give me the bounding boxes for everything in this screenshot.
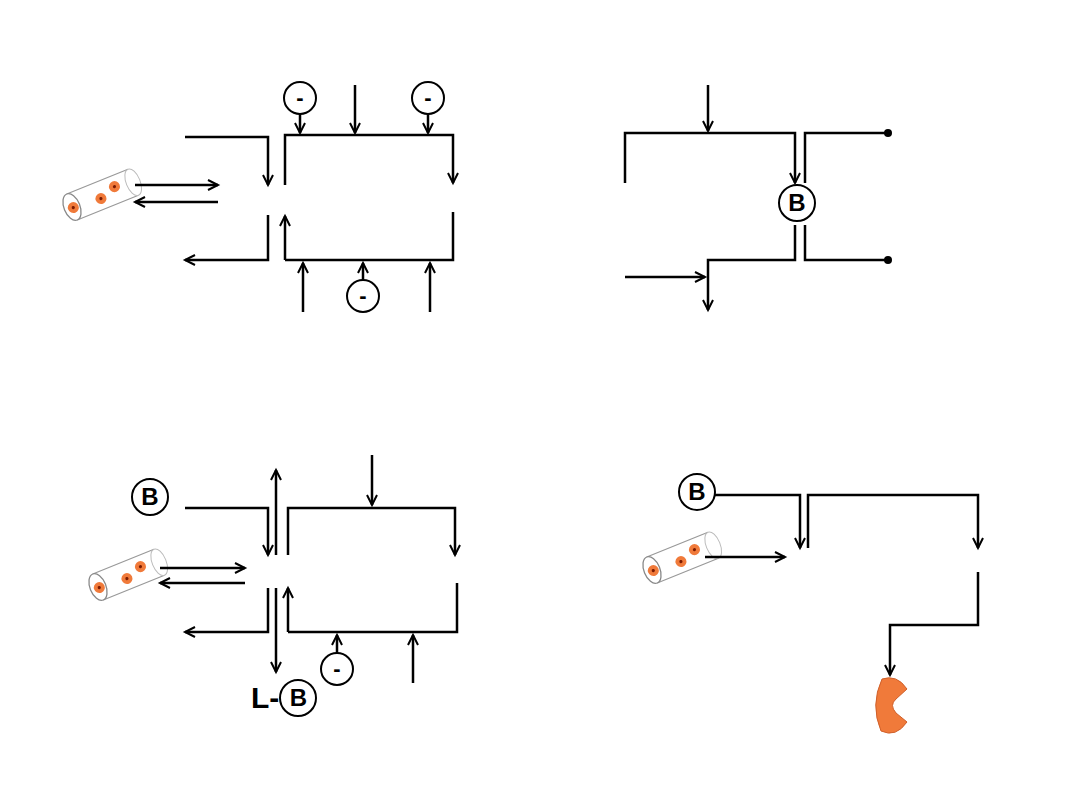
arrow-line bbox=[625, 133, 795, 183]
arrow-line bbox=[284, 216, 287, 260]
arrow-line bbox=[185, 588, 268, 632]
circled-symbol: - bbox=[411, 81, 445, 115]
arrow-line bbox=[160, 582, 245, 585]
circled-symbol: - bbox=[346, 279, 380, 313]
inhibition-sign: - bbox=[411, 81, 445, 115]
arrow-line bbox=[707, 85, 710, 131]
arrow-line bbox=[285, 135, 453, 185]
arrow-line bbox=[354, 85, 357, 133]
pathway-line bbox=[805, 225, 888, 260]
arrow-line bbox=[275, 588, 278, 672]
circled-symbol: - bbox=[320, 652, 354, 686]
arrow-line bbox=[302, 263, 305, 312]
circled-symbol: - bbox=[283, 81, 317, 115]
prefix-label: L- bbox=[251, 683, 279, 713]
arrow-line bbox=[427, 113, 430, 133]
circled-symbol: B bbox=[279, 679, 317, 717]
arrow-line bbox=[890, 572, 978, 675]
arrow-line bbox=[135, 184, 218, 187]
receptor-shape bbox=[876, 678, 907, 733]
arrow-line bbox=[160, 567, 245, 570]
arrow-line bbox=[185, 215, 268, 260]
inhibition-sign: - bbox=[320, 652, 354, 686]
pathway-line bbox=[805, 133, 888, 183]
inhibition-sign: - bbox=[346, 279, 380, 313]
inhibition-sign: - bbox=[283, 81, 317, 115]
arrow-line bbox=[708, 225, 795, 310]
labelled-molecule: L-B bbox=[251, 679, 317, 717]
arrow-line bbox=[705, 556, 785, 559]
molecule-circle: B bbox=[131, 478, 169, 516]
circled-symbol: B bbox=[678, 473, 716, 511]
terminal-dot bbox=[884, 256, 892, 264]
arrow-line bbox=[185, 508, 268, 555]
arrow-line bbox=[625, 276, 705, 279]
arrow-line bbox=[808, 495, 978, 548]
cell-icon bbox=[85, 547, 171, 603]
arrow-line bbox=[275, 470, 278, 555]
pathway-line bbox=[285, 212, 453, 260]
circled-symbol: B bbox=[131, 478, 169, 516]
arrow-line bbox=[429, 263, 432, 312]
circled-symbol: B bbox=[778, 184, 816, 222]
arrow-line bbox=[715, 495, 800, 548]
arrow-line bbox=[299, 113, 302, 133]
arrow-line bbox=[371, 455, 374, 505]
pathway-line bbox=[288, 583, 457, 632]
molecule-circle: B bbox=[678, 473, 716, 511]
arrow-line bbox=[185, 137, 268, 185]
arrow-line bbox=[135, 201, 218, 204]
arrow-line bbox=[288, 508, 455, 555]
cell-icon bbox=[59, 167, 145, 223]
arrow-line bbox=[412, 635, 415, 683]
molecule-circle: B bbox=[778, 184, 816, 222]
terminal-dot bbox=[884, 129, 892, 137]
arrow-line bbox=[287, 588, 290, 632]
